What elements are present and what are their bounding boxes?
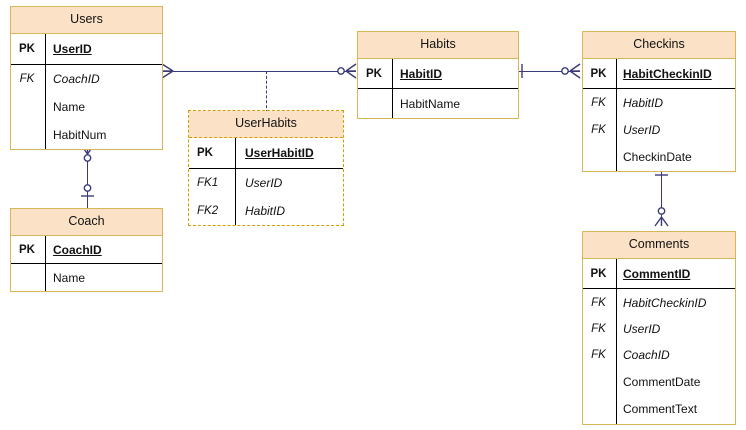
attribute-name: HabitNum <box>53 128 107 142</box>
entity-title-comments: Comments <box>583 232 735 259</box>
attribute-row[interactable]: FK UserID <box>583 316 735 342</box>
entity-title-userhabits: UserHabits <box>189 111 343 138</box>
attribute-row[interactable]: CommentText <box>583 395 735 422</box>
attribute-name: UserID <box>623 122 661 137</box>
attribute-key: FK <box>19 73 35 85</box>
key-column-divider <box>616 59 617 171</box>
attribute-row[interactable]: PK CoachID <box>11 236 162 264</box>
cardinality-zero-or-many-icon <box>336 61 360 83</box>
attribute-name: UserID <box>53 42 92 56</box>
entity-coach[interactable]: Coach PK CoachID Name <box>10 208 163 292</box>
attribute-name: CoachID <box>53 242 102 257</box>
attribute-row[interactable]: PK HabitID <box>358 59 518 89</box>
attribute-row[interactable]: PK HabitCheckinID <box>583 59 735 89</box>
attribute-name: CommentID <box>623 266 691 281</box>
key-column-divider <box>616 259 617 424</box>
attribute-name: CommentText <box>623 401 698 416</box>
attribute-key: PK <box>19 43 35 55</box>
attribute-key: PK <box>590 267 607 280</box>
attribute-name: HabitID <box>245 204 286 218</box>
attribute-row[interactable]: FK CoachID <box>583 342 735 368</box>
attribute-list-userhabits: PK UserHabitID FK1 UserID FK2 HabitID <box>189 138 343 225</box>
attribute-name: UserID <box>245 176 283 190</box>
key-column-divider <box>235 138 236 225</box>
attribute-row[interactable]: HabitName <box>358 89 518 118</box>
cardinality-one-or-many-icon <box>160 61 180 83</box>
attribute-row[interactable]: CommentDate <box>583 368 735 395</box>
attribute-row[interactable]: Name <box>11 93 162 121</box>
entity-habits[interactable]: Habits PK HabitID HabitName <box>357 31 519 119</box>
attribute-row[interactable]: FK1 UserID <box>189 169 343 197</box>
attribute-key: FK2 <box>197 205 219 217</box>
attribute-key: PK <box>19 243 35 256</box>
attribute-row[interactable]: PK UserHabitID <box>189 138 343 169</box>
attribute-key: FK <box>591 96 606 109</box>
entity-title-habits: Habits <box>358 32 518 59</box>
cardinality-zero-or-many-icon <box>651 206 673 232</box>
attribute-row[interactable]: FK HabitCheckinID <box>583 289 735 316</box>
attribute-row[interactable]: FK HabitID <box>583 89 735 116</box>
key-column-divider <box>45 34 46 149</box>
cardinality-zero-or-one-icon <box>77 181 99 207</box>
attribute-key: FK <box>591 323 606 335</box>
attribute-key: FK <box>591 123 606 136</box>
attribute-key: FK <box>591 296 606 309</box>
attribute-name: UserHabitID <box>245 146 314 160</box>
connector-users-coach[interactable] <box>87 150 89 208</box>
attribute-name: HabitID <box>623 95 664 110</box>
entity-title-users: Users <box>11 7 162 34</box>
attribute-name: CoachID <box>623 348 670 362</box>
attribute-name: CheckinDate <box>623 150 692 164</box>
attribute-row[interactable]: FK CoachID <box>11 65 162 93</box>
attribute-list-users: PK UserID FK CoachID Name HabitNum <box>11 34 162 149</box>
connector-checkins-comments[interactable] <box>661 172 663 222</box>
key-column-divider <box>45 236 46 291</box>
attribute-list-comments: PK CommentID FK HabitCheckinID FK UserID… <box>583 259 735 424</box>
attribute-row[interactable]: HabitNum <box>11 121 162 149</box>
entity-userhabits[interactable]: UserHabits PK UserHabitID FK1 UserID FK2… <box>188 110 344 226</box>
attribute-name: Name <box>53 100 86 114</box>
attribute-list-coach: PK CoachID Name <box>11 236 162 291</box>
attribute-key: FK <box>591 349 606 361</box>
entity-title-coach: Coach <box>11 209 162 236</box>
attribute-name: HabitCheckinID <box>623 66 712 81</box>
attribute-row[interactable]: PK UserID <box>11 34 162 65</box>
connector-userhabits-associative[interactable] <box>266 71 267 113</box>
attribute-name: CommentDate <box>623 374 701 389</box>
attribute-row[interactable]: Name <box>11 264 162 291</box>
attribute-name: CoachID <box>53 72 100 86</box>
entity-comments[interactable]: Comments PK CommentID FK HabitCheckinID … <box>582 231 736 425</box>
attribute-list-habits: PK HabitID HabitName <box>358 59 518 118</box>
attribute-name: HabitID <box>400 66 442 81</box>
attribute-row[interactable]: CheckinDate <box>583 143 735 171</box>
entity-title-checkins: Checkins <box>583 32 735 59</box>
entity-users[interactable]: Users PK UserID FK CoachID Name HabitNum <box>10 6 163 150</box>
attribute-row[interactable]: FK UserID <box>583 116 735 143</box>
attribute-name: UserID <box>623 322 661 336</box>
entity-checkins[interactable]: Checkins PK HabitCheckinID FK HabitID FK… <box>582 31 736 172</box>
attribute-key: PK <box>366 67 382 80</box>
connector-users-habits[interactable] <box>163 71 356 73</box>
attribute-key: PK <box>197 147 213 159</box>
attribute-key: FK1 <box>197 177 219 189</box>
cardinality-zero-or-many-icon <box>560 61 584 83</box>
attribute-row[interactable]: PK CommentID <box>583 259 735 289</box>
key-column-divider <box>392 59 393 118</box>
attribute-list-checkins: PK HabitCheckinID FK HabitID FK UserID C… <box>583 59 735 171</box>
connector-habits-checkins[interactable] <box>519 71 580 73</box>
attribute-row[interactable]: FK2 HabitID <box>189 197 343 225</box>
attribute-key: PK <box>590 67 607 80</box>
attribute-name: HabitName <box>400 96 461 111</box>
attribute-name: HabitCheckinID <box>623 295 707 310</box>
attribute-name: Name <box>53 270 86 285</box>
